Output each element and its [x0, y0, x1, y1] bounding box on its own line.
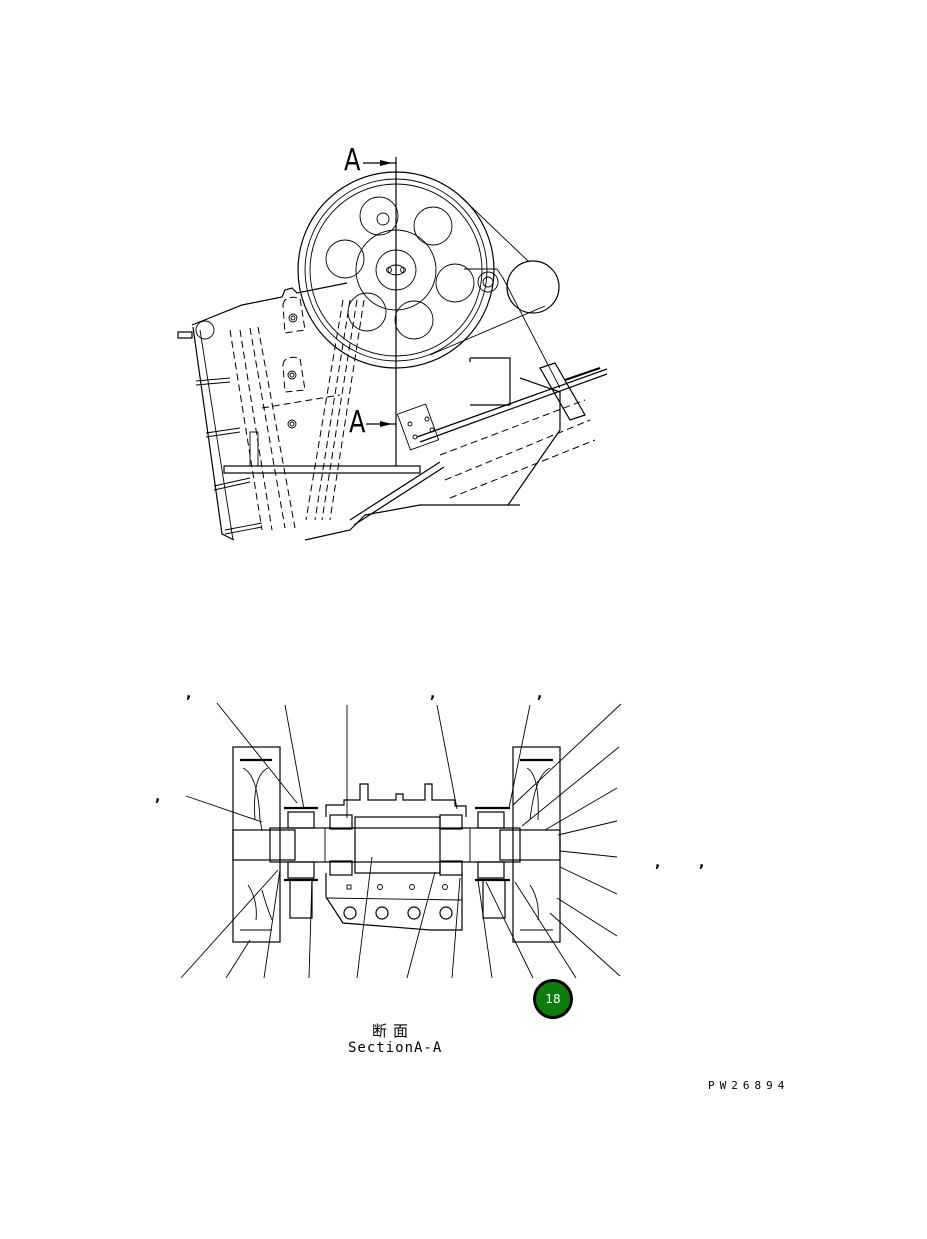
section-marker-top: A: [344, 143, 361, 178]
leader-separator: ,: [155, 789, 161, 805]
part-callout-badge[interactable]: 18: [533, 979, 573, 1019]
leader-separator: ,: [699, 855, 705, 871]
leader-separator: ,: [430, 686, 436, 702]
leader-separator: ,: [186, 686, 192, 702]
leader-separator: ,: [537, 686, 543, 702]
section-marker-bottom: A: [349, 405, 366, 440]
section-title-en: SectionA-A: [348, 1040, 443, 1056]
drawing-number: PW26894: [708, 1079, 790, 1092]
leader-separator: ,: [655, 855, 661, 871]
section-title-jp: 断面: [372, 1022, 415, 1040]
